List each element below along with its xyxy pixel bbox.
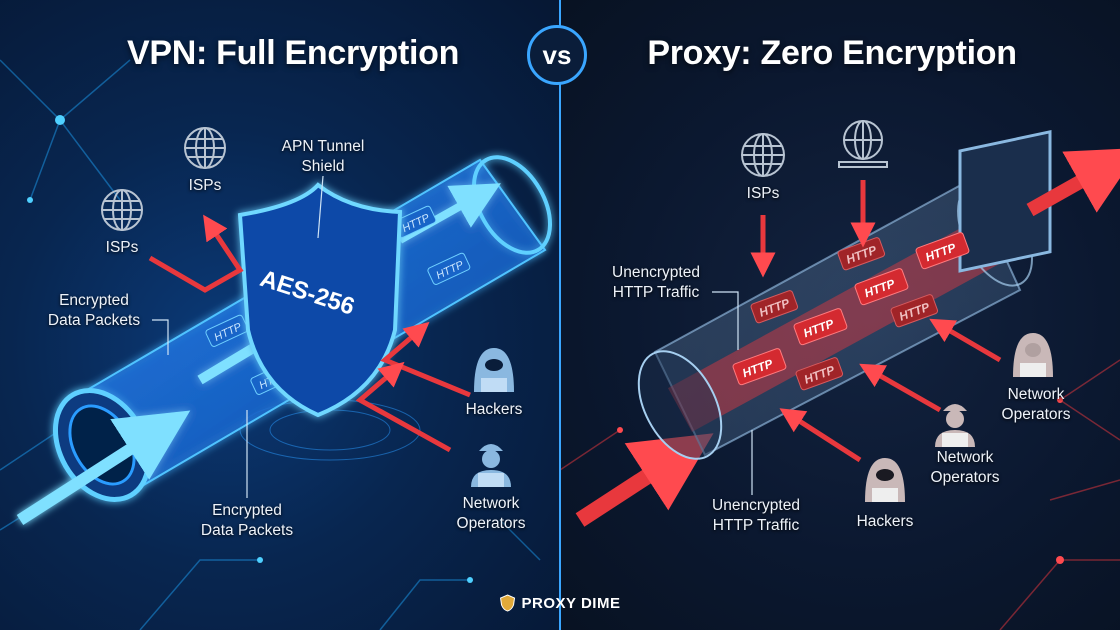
globe-icon <box>184 127 226 169</box>
vs-badge: vs <box>527 25 587 85</box>
laptop-globe-icon <box>838 120 888 168</box>
aes-shield: AES-256 <box>237 182 403 418</box>
http-packet: HTTP <box>890 294 939 328</box>
globe-icons <box>101 120 888 231</box>
http-packet: HTTP <box>793 308 848 346</box>
unencrypted-traffic-label: Unencrypted HTTP Traffic <box>712 497 800 534</box>
encrypted-packets-label: Encrypted Data Packets <box>200 502 294 539</box>
http-packet: HTTP <box>427 252 471 285</box>
hacker-icon <box>865 458 905 502</box>
hackers-label: Hackers <box>856 513 914 530</box>
shield-icon <box>499 594 516 612</box>
traffic-arrow <box>575 433 714 527</box>
network-operators-label: Network Operators <box>456 495 526 532</box>
network-operator-icon <box>471 444 511 487</box>
network-operators-label: Network Operators <box>1001 386 1071 423</box>
traffic-arrow <box>1026 147 1120 217</box>
shield-label: APN Tunnel Shield <box>281 138 365 175</box>
isps-label: ISPs <box>746 185 780 202</box>
globe-icon <box>101 189 143 231</box>
person-icons <box>471 333 1053 502</box>
http-packet: HTTP <box>732 348 787 386</box>
packet-callout-line <box>152 319 169 355</box>
network-operator-icon <box>935 404 975 447</box>
globe-icon <box>741 133 785 177</box>
traffic-callout-line <box>712 291 739 350</box>
logo-text: PROXY DIME <box>521 594 621 612</box>
vpn-title: VPN: Full Encryption <box>126 34 460 72</box>
circuit-lines-left <box>0 59 541 630</box>
encrypted-packets-label: Encrypted Data Packets <box>47 292 141 329</box>
unencrypted-traffic-label: Unencrypted HTTP Traffic <box>612 264 700 301</box>
circuit-nodes-right <box>617 397 1064 564</box>
hooded-operator-icon <box>1013 333 1053 377</box>
network-operators-label: Network Operators <box>930 449 1000 486</box>
isps-label: ISPs <box>105 239 139 256</box>
hackers-label: Hackers <box>465 401 523 418</box>
isps-label: ISPs <box>188 177 222 194</box>
brand-logo: PROXY DIME <box>499 594 621 612</box>
flow-arrow <box>16 410 191 526</box>
proxy-title: Proxy: Zero Encryption <box>647 34 1017 72</box>
shield-callout-line <box>317 175 324 239</box>
deflected-threat-arrows <box>148 214 471 453</box>
hacker-icon <box>474 348 514 392</box>
intercept-arrows <box>750 180 1002 463</box>
